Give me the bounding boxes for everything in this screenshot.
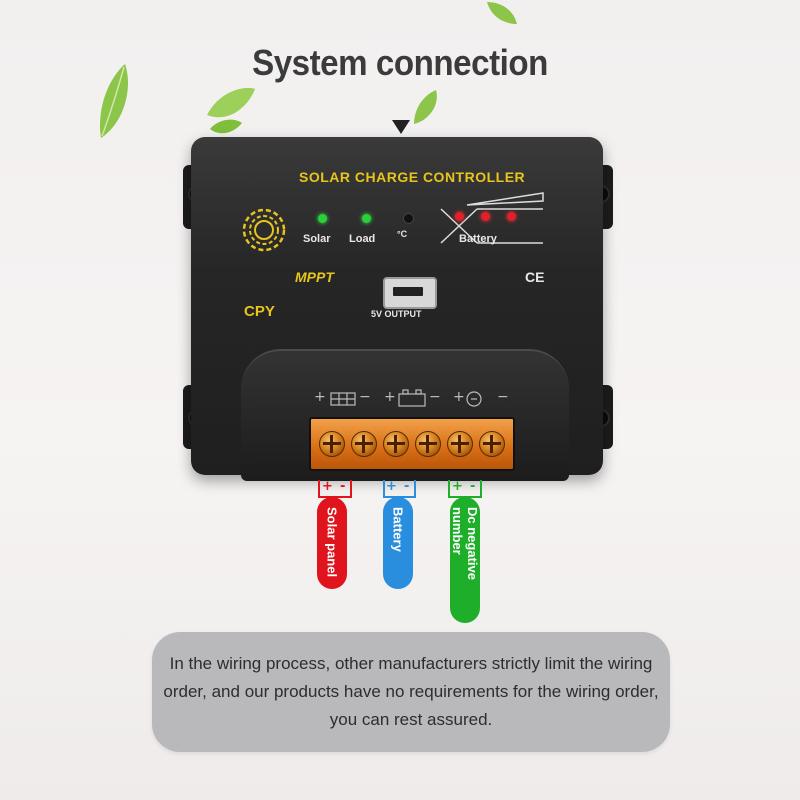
battery-wire-minus [414,480,416,498]
caption-bubble: In the wiring process, other manufacture… [152,632,670,752]
battery-wire-plus [383,480,385,498]
pv-minus-symbol: − [359,389,371,405]
load-wire-minus [480,480,482,498]
terminal-screw [319,431,345,457]
load-led [362,214,371,223]
solar-wire-minus [350,480,352,498]
device-header: SOLAR CHARGE CONTROLLER [299,169,526,185]
pv-plus-symbol: + [314,389,326,405]
page-title: System connection [252,42,548,83]
solar-label: Solar [303,233,331,245]
load-wire-plus [448,480,450,498]
pointer-arrow-icon [392,120,410,134]
usb-port [383,277,437,309]
caption-text: In the wiring process, other manufacture… [163,654,659,729]
cpy-label: CPY [244,303,275,320]
battery-minus-symbol: − [429,389,441,405]
ce-mark: CE [525,269,545,285]
battery-led-1 [455,212,464,221]
mppt-label: MPPT [295,269,334,285]
battery-minus-mark: - [404,479,410,494]
temp-label: °C [397,229,408,239]
temp-sensor [403,213,414,224]
terminal-screw [383,431,409,457]
solar-minus-mark: - [340,479,346,494]
load-plus-symbol: + [453,389,465,405]
battery-level-graphic [440,192,544,244]
battery-led-2 [481,212,490,221]
charge-controller: SOLAR CHARGE CONTROLLER Solar Load °C Ba… [183,135,613,481]
dc-negative-tag: Dc negative number [450,497,480,623]
terminal-symbols [330,389,482,407]
usb-label: 5V OUTPUT [371,309,422,319]
solar-panel-tag: Solar panel [317,497,347,589]
battery-label: Battery [459,233,497,245]
sun-icon [242,208,286,252]
terminal-screw [351,431,377,457]
terminal-block [309,417,515,471]
load-minus-symbol: − [497,389,509,405]
solar-led [318,214,327,223]
leaf-icon [207,87,255,118]
terminal-screw [415,431,441,457]
battery-led-3 [507,212,516,221]
terminal-screw [447,431,473,457]
battery-plus-mark: + [386,479,397,494]
solar-plus-mark: + [322,479,333,494]
controller-body: SOLAR CHARGE CONTROLLER Solar Load °C Ba… [191,137,603,481]
load-plus-mark: + [452,479,463,494]
leaf-icon [210,119,242,134]
battery-tag: Battery [383,497,413,589]
load-label: Load [349,233,376,245]
leaf-icon [487,2,517,24]
leaf-icon [414,90,437,124]
solar-wire-plus [318,480,320,498]
terminal-screw [479,431,505,457]
load-minus-mark: - [470,479,476,494]
leaf-icon [100,64,128,138]
battery-plus-symbol: + [384,389,396,405]
